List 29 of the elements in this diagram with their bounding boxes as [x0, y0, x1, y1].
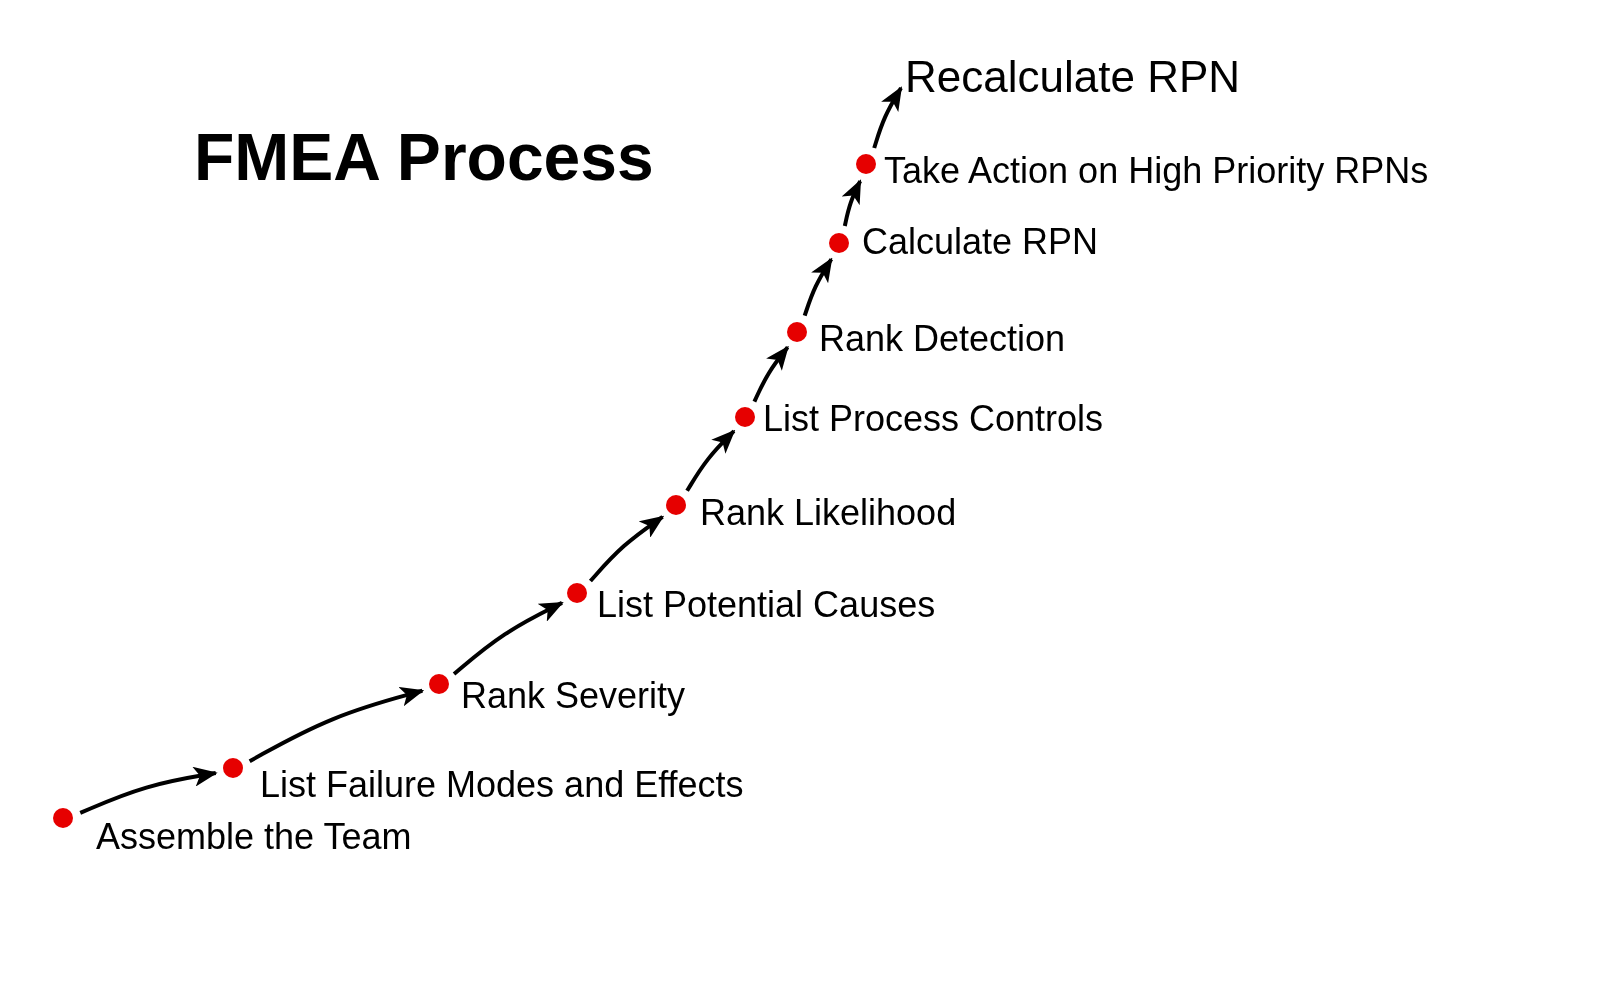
step-dot [787, 322, 807, 342]
step-dot [53, 808, 73, 828]
step-dot [829, 233, 849, 253]
step-label: List Failure Modes and Effects [260, 767, 744, 803]
arrow [802, 257, 833, 317]
step-label: List Process Controls [763, 401, 1104, 437]
step-dot [429, 674, 449, 694]
arrow [752, 345, 790, 403]
arrow [872, 86, 903, 149]
step-label: Rank Detection [819, 321, 1066, 357]
arrow [841, 179, 862, 227]
step-dot [223, 758, 243, 778]
step-label: Recalculate RPN [905, 55, 1241, 99]
arrow [685, 429, 736, 492]
arrow [588, 515, 665, 583]
step-dot [666, 495, 686, 515]
arrow [248, 686, 425, 763]
step-dot [735, 407, 755, 427]
step-dot [567, 583, 587, 603]
step-label: Take Action on High Priority RPNs [884, 153, 1429, 189]
arrow [452, 601, 564, 676]
step-label: Calculate RPN [862, 224, 1099, 260]
step-label: Rank Severity [461, 678, 686, 714]
step-label: List Potential Causes [597, 587, 936, 623]
step-label: Rank Likelihood [700, 495, 957, 531]
arrow [79, 766, 218, 815]
step-label: Assemble the Team [96, 819, 412, 855]
step-dot [856, 154, 876, 174]
title: FMEA Process [194, 124, 654, 190]
